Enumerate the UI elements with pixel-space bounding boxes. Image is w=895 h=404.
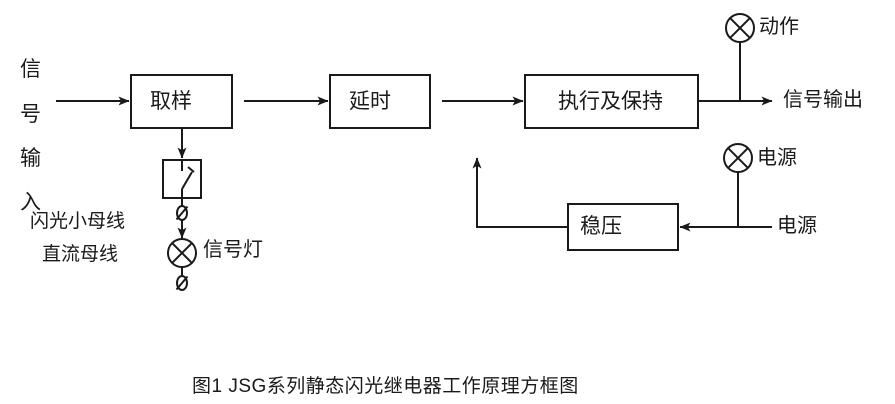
block-label-delay: 延时 [349, 90, 391, 113]
input-label-char-0: 信 [20, 58, 41, 81]
signal-lamp-cross-2 [171, 242, 193, 264]
block-delay-rect [329, 74, 431, 129]
terminal-lower-slash [175, 275, 189, 291]
input-label-char-1: 号 [20, 103, 41, 126]
contact-tick [187, 166, 195, 173]
label-power-lamp: 电源 [757, 147, 797, 169]
contact-blade [181, 171, 193, 190]
label-signal-lamp: 信号灯 [203, 239, 263, 261]
block-label-regulator: 稳压 [580, 215, 622, 238]
block-label-execute-hold: 执行及保持 [558, 90, 663, 113]
label-power-input: 电源 [777, 215, 817, 237]
action-lamp-cross-2 [729, 17, 751, 39]
input-label-char-2: 输 [20, 147, 41, 170]
terminal-upper-slash [175, 205, 189, 221]
terminal-lower-circle [176, 275, 188, 291]
input-label-char-3: 入 [20, 191, 41, 214]
power-lamp-cross-2 [727, 147, 749, 169]
block-label-sampling: 取样 [150, 90, 192, 113]
label-signal-output: 信号输出 [783, 89, 863, 111]
figure-caption: 图1 JSG系列静态闪光继电器工作原理方框图 [192, 376, 579, 397]
power-lamp-circle [723, 143, 753, 173]
action-lamp-circle [725, 13, 755, 43]
label-dc-bus: 直流母线 [42, 244, 119, 265]
label-flash-bus: 闪光小母线 [30, 211, 126, 232]
label-action-lamp: 动作 [759, 16, 799, 38]
